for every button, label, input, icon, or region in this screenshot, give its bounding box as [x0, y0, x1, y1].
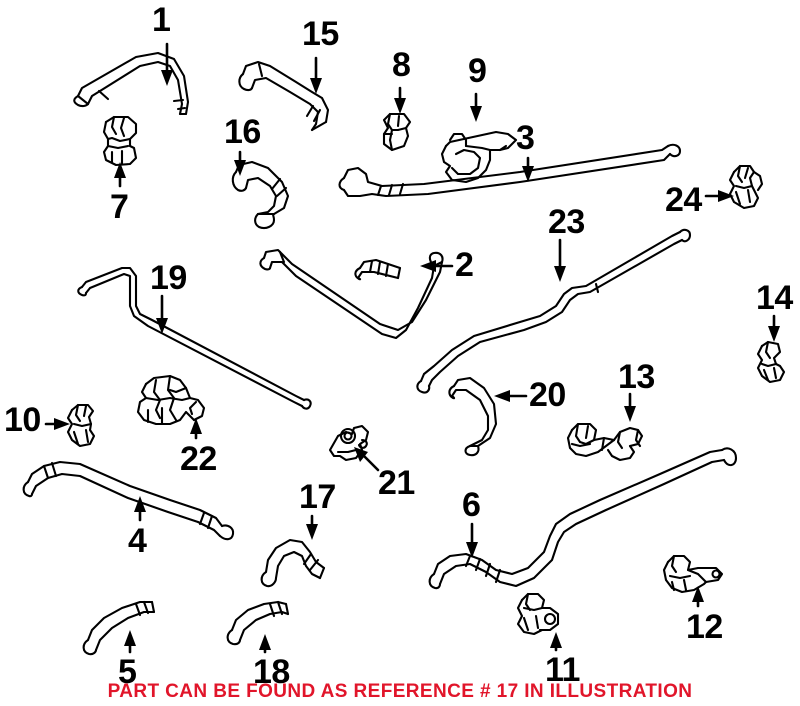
callout-label-17: 17: [299, 478, 336, 516]
callout-label-9: 9: [468, 52, 487, 90]
callout-label-15: 15: [302, 15, 339, 53]
callout-label-21: 21: [378, 464, 415, 502]
part-1-bent-hose: [73, 51, 190, 116]
callout-label-7: 7: [110, 188, 129, 226]
callout-label-12: 12: [686, 608, 723, 646]
part-3-long-transfer-tube: [338, 143, 682, 198]
reference-note: PART CAN BE FOUND AS REFERENCE # 17 IN I…: [107, 681, 693, 702]
part-17-curved-hose-small: [260, 538, 326, 588]
part-8-small-bracket: [382, 112, 412, 152]
callout-label-19: 19: [150, 259, 187, 297]
callout-label-22: 22: [180, 440, 217, 478]
part-23-stepped-bend-tube: [416, 228, 692, 394]
callout-label-14: 14: [756, 279, 793, 317]
part-11-hose-clip: [516, 592, 560, 636]
part-16-u-bend-hose: [231, 160, 290, 230]
callout-label-16: 16: [224, 113, 261, 151]
part-4-long-curved-hose: [22, 460, 235, 541]
callout-arrows: [44, 42, 780, 654]
callout-label-8: 8: [392, 46, 411, 84]
callout-label-1: 1: [152, 1, 171, 39]
callout-label-6: 6: [462, 486, 481, 524]
part-24-retaining-clip: [728, 164, 764, 210]
callout-label-4: 4: [128, 522, 147, 560]
callout-label-3: 3: [516, 119, 535, 157]
callout-label-20: 20: [529, 376, 566, 414]
callout-label-10: 10: [4, 401, 41, 439]
callout-label-11: 11: [545, 651, 580, 689]
callout-label-2: 2: [455, 246, 474, 284]
part-12-support-bracket: [662, 554, 724, 594]
part-2-triangular-loop-tube: [259, 248, 444, 340]
callout-label-5: 5: [118, 653, 137, 691]
callout-label-23: 23: [548, 203, 585, 241]
part-7-retaining-clip: [102, 115, 138, 167]
callout-label-13: 13: [618, 358, 655, 396]
part-15-s-curve-hose: [238, 60, 330, 132]
callout-label-18: 18: [253, 653, 290, 691]
part-5-short-hose: [82, 600, 156, 656]
part-18-angled-hose: [226, 600, 290, 646]
part-6-z-bend-hose: [428, 447, 738, 590]
part-2b-straight-hose: [354, 258, 402, 281]
part-13-multi-clip-bracket: [566, 422, 644, 462]
part-22-clamp-assembly: [136, 374, 206, 426]
callout-label-24: 24: [665, 181, 702, 219]
part-14-retaining-clip-small: [756, 340, 786, 384]
part-20-u-shaped-tube: [448, 376, 498, 457]
part-19-long-thin-tube: [77, 266, 312, 410]
part-10-small-clip: [66, 403, 96, 448]
part-21-valve-fitting: [328, 424, 370, 462]
